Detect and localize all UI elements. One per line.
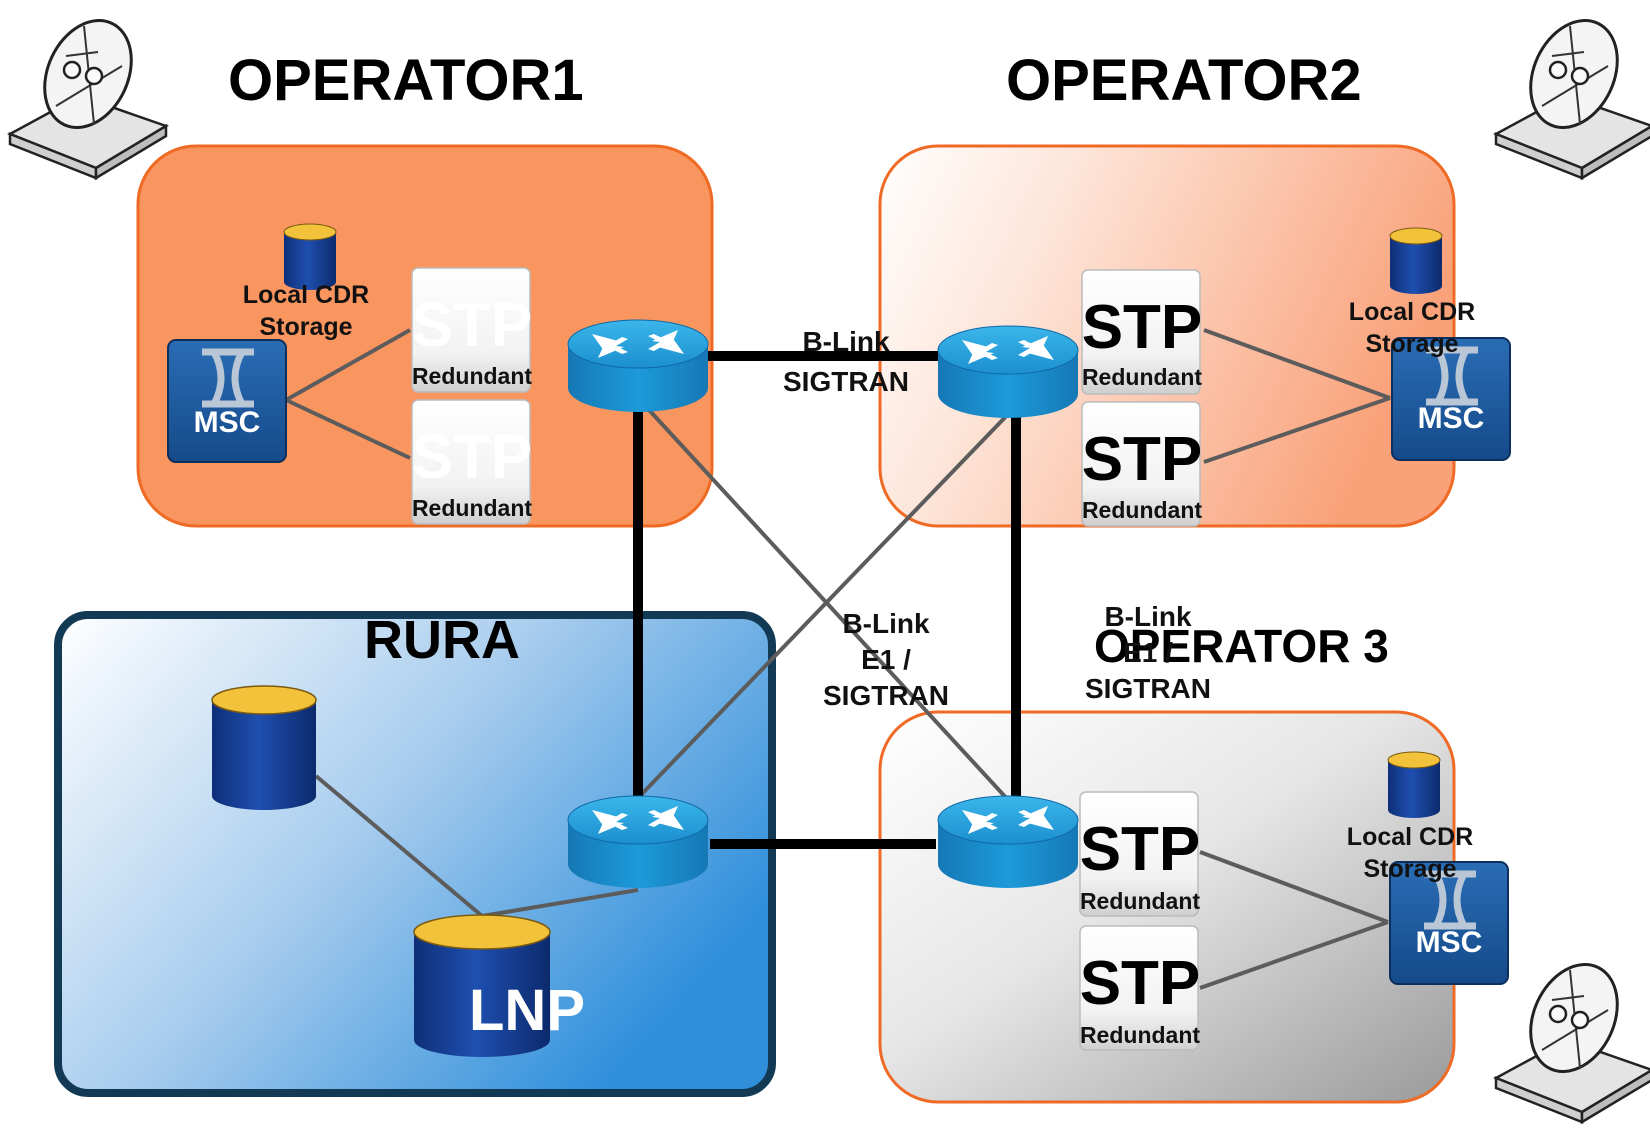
operator2-stp-bottom-sub: Redundant (1082, 497, 1202, 523)
blink-center-label-2: E1 / (861, 644, 911, 675)
satellite-dish-icon (8, 4, 168, 180)
operator2-cdr-label-2: Storage (1365, 330, 1458, 358)
lnp-label: LNP (469, 978, 585, 1043)
operator2-stp-bottom-label: STP (1082, 425, 1203, 494)
router-icon (567, 319, 709, 413)
operator1-stp-top-sub: Redundant (412, 363, 532, 389)
database-icon (1389, 227, 1443, 295)
blink-op1-op2-label-2: SIGTRAN (783, 366, 909, 397)
satellite-dish-icon (1494, 948, 1650, 1124)
rura-title: RURA (364, 610, 520, 670)
operator1-stp-top-label: STP (412, 291, 533, 360)
link-rura-db-lnp (314, 774, 484, 918)
router-icon (937, 795, 1079, 889)
operator2-stp-top-label: STP (1082, 293, 1203, 362)
operator3-title: OPERATOR 3 (1094, 620, 1389, 672)
operator1-cdr-label-1: Local CDR (243, 281, 369, 309)
operator3-stp-bottom-label: STP (1080, 949, 1201, 1018)
link-rura-op2-diagonal (636, 404, 1018, 800)
stp-server-icon (1081, 269, 1201, 395)
operator3-stp-top-label: STP (1080, 815, 1201, 884)
operator3-stp-top-sub: Redundant (1080, 888, 1200, 914)
link-op2-stp2-msc (1203, 396, 1391, 464)
link-op1-msc-stp1 (285, 328, 411, 402)
operator3-cdr-label-2: Storage (1363, 855, 1456, 883)
stp-server-icon (1079, 791, 1199, 917)
link-op1-msc-stp2 (285, 398, 411, 460)
operator3-cdr-label-1: Local CDR (1347, 823, 1473, 851)
operator2-msc-label: MSC (1418, 402, 1485, 435)
satellite-dish-icon (1494, 4, 1650, 180)
link-op1-op3-diagonal (636, 396, 1012, 804)
blink-op1-op2-label-1: B-Link (802, 326, 890, 357)
operator1-cdr-label-2: Storage (259, 313, 352, 341)
stp-server-icon (411, 267, 531, 393)
stp-server-icon (1079, 925, 1199, 1051)
link-op3-stp2-msc (1199, 920, 1389, 990)
database-icon (1387, 751, 1441, 819)
msc-switch-icon (1389, 861, 1509, 985)
operator2-cdr-label-1: Local CDR (1349, 298, 1475, 326)
database-icon (211, 685, 317, 810)
blink-center-label-3: SIGTRAN (823, 680, 949, 711)
stp-server-icon (1081, 401, 1201, 527)
operator3-stp-bottom-sub: Redundant (1080, 1022, 1200, 1048)
blink-center-label-1: B-Link (842, 608, 930, 639)
router-icon (567, 795, 709, 889)
operator2-stp-top-sub: Redundant (1082, 364, 1202, 390)
msc-switch-icon (167, 339, 287, 463)
operator2-title: OPERATOR2 (1006, 48, 1362, 113)
link-op3-stp1-msc (1199, 850, 1389, 924)
operator3-msc-label: MSC (1416, 926, 1483, 959)
router-icon (937, 325, 1079, 419)
blink-right-label-1: B-Link (1104, 601, 1192, 632)
lnp-database-icon (413, 914, 551, 1057)
operator1-stp-bottom-sub: Redundant (412, 495, 532, 521)
operator1-msc-label: MSC (194, 406, 261, 439)
operator1-title: OPERATOR1 (228, 48, 584, 113)
operator1-stp-bottom-label: STP (412, 423, 533, 492)
blink-right-label-3: SIGTRAN (1085, 673, 1211, 704)
blink-right-label-2: E1 / (1123, 637, 1173, 668)
stp-server-icon (411, 399, 531, 525)
link-lnp-router (481, 888, 639, 918)
msc-switch-icon (1391, 337, 1511, 461)
link-op2-stp1-msc (1203, 328, 1391, 400)
